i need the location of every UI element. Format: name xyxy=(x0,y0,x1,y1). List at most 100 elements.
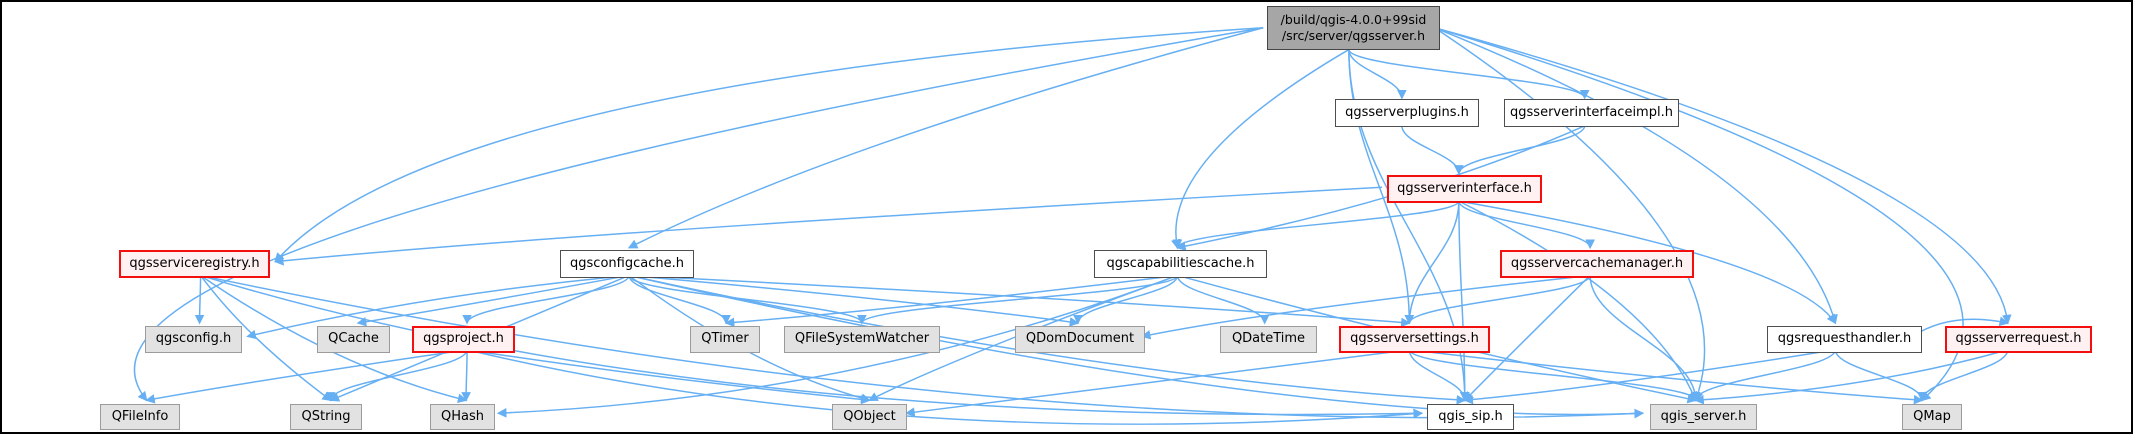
edge-root-to-qfileinfo xyxy=(133,27,1264,402)
edge-servercachemanager-to-qgis_sip xyxy=(1463,274,1591,402)
graph-node-qdatetime: QDateTime xyxy=(1220,326,1317,353)
graph-node-serviceregistry[interactable]: qgsserviceregistry.h xyxy=(119,250,270,278)
graph-node-root: /build/qgis-4.0.0+99sid /src/server/qgss… xyxy=(1267,6,1440,50)
edge-serversettings-to-qgis_sip xyxy=(1408,349,1470,402)
edge-serverinterface-to-requesthandler xyxy=(1458,200,1837,325)
edge-capabilitiescache-to-qobject xyxy=(868,274,1178,401)
graph-node-qdomdocument: QDomDocument xyxy=(1015,326,1145,353)
edge-serviceregistry-to-qgis_sip xyxy=(200,274,1424,419)
graph-node-label: QTimer xyxy=(701,331,749,347)
graph-node-qgis_server: qgis_server.h xyxy=(1650,404,1757,430)
edge-configcache-to-qtimer xyxy=(628,275,731,325)
edge-capabilitiescache-to-qdatetime xyxy=(1176,275,1270,325)
edge-root-to-qgis_server xyxy=(1434,27,1706,402)
edge-serverinterface-to-qgis_server xyxy=(1458,200,1698,402)
edge-serverinterface-to-serviceregistry xyxy=(273,186,1383,266)
graph-node-label: QString xyxy=(301,408,351,424)
graph-node-label: qgsserverplugins.h xyxy=(1345,104,1469,120)
edge-configcache-to-qgsconfig xyxy=(246,274,630,340)
edge-qgsproject-to-qgis_sip xyxy=(466,349,1424,425)
graph-node-qhash: QHash xyxy=(430,404,495,430)
edge-qgsproject-to-qhash xyxy=(461,349,471,402)
edge-requesthandler-to-qgis_server xyxy=(1690,349,1837,402)
edge-capabilitiescache-to-qtimer xyxy=(724,274,1178,328)
edge-capabilitiescache-to-qdomdocument xyxy=(1073,275,1179,325)
edge-configcache-to-qcache xyxy=(356,274,630,327)
graph-node-label: qgsservercachemanager.h xyxy=(1510,255,1684,271)
edge-root-to-serverplugins xyxy=(1348,49,1407,100)
edge-serverplugins-to-serverinterface xyxy=(1401,125,1464,175)
edge-serverinterface-to-capabilitiescache xyxy=(1172,200,1460,250)
graph-node-qgsconfig: qgsconfig.h xyxy=(145,326,242,353)
graph-node-configcache[interactable]: qgsconfigcache.h xyxy=(560,250,694,278)
graph-node-capabilitiescache[interactable]: qgscapabilitiescache.h xyxy=(1094,250,1267,278)
graph-node-serversettings[interactable]: qgsserversettings.h xyxy=(1339,326,1490,353)
edge-qgsproject-to-qstring xyxy=(326,349,468,402)
edge-qgsproject-to-qobject xyxy=(466,349,871,405)
graph-node-label: QObject xyxy=(843,408,896,424)
graph-node-label: QHash xyxy=(441,408,484,424)
edge-qgsproject-to-qfileinfo xyxy=(145,349,468,404)
graph-node-label: qgsconfigcache.h xyxy=(570,255,684,271)
graph-node-label: qgsproject.h xyxy=(423,331,504,347)
graph-node-qgis_sip[interactable]: qgis_sip.h xyxy=(1427,404,1514,430)
graph-node-label: qgis_server.h xyxy=(1660,408,1747,424)
edge-configcache-to-qdomdocument xyxy=(629,274,1080,327)
graph-node-serverinterface[interactable]: qgsserverinterface.h xyxy=(1387,175,1542,203)
graph-node-label: qgsserversettings.h xyxy=(1350,331,1479,347)
graph-node-label: QFileSystemWatcher xyxy=(794,331,930,347)
edge-serversettings-to-qmap xyxy=(1409,349,1924,405)
edge-root-to-capabilitiescache xyxy=(1171,48,1350,250)
graph-node-qobject: QObject xyxy=(832,404,907,430)
graph-node-label: qgsserviceregistry.h xyxy=(129,255,260,271)
edge-capabilitiescache-to-qhash xyxy=(496,274,1178,418)
graph-node-serverinterfaceimpl[interactable]: qgsserverinterfaceimpl.h xyxy=(1504,99,1679,127)
graph-node-qfilesystemwatcher: QFileSystemWatcher xyxy=(784,326,940,353)
graph-node-qcache: QCache xyxy=(317,326,390,353)
edge-configcache-to-qgis_server xyxy=(628,274,1645,419)
edge-serverrequest-to-qgis_server xyxy=(1694,349,2008,405)
edge-serverinterfaceimpl-to-serverinterface xyxy=(1454,125,1586,175)
graph-node-label: QFileInfo xyxy=(111,408,169,424)
edge-serverinterface-to-qgis_sip xyxy=(1458,201,1470,402)
edge-serverrequest-to-qmap xyxy=(1917,349,2009,402)
graph-node-requesthandler[interactable]: qgsrequesthandler.h xyxy=(1767,326,1922,353)
graph-node-qtimer: QTimer xyxy=(690,326,760,353)
graph-node-label: /build/qgis-4.0.0+99sid /src/server/qgss… xyxy=(1280,12,1427,43)
edge-serviceregistry-to-qgsconfig xyxy=(194,275,205,325)
edge-requesthandler-to-qmap xyxy=(1834,349,1927,402)
edge-configcache-to-qgis_sip xyxy=(628,274,1467,405)
edge-capabilitiescache-to-qfilesystemwatcher xyxy=(857,274,1179,325)
graph-node-label: QCache xyxy=(328,331,379,347)
edge-configcache-to-qobject xyxy=(628,274,871,403)
graph-node-label: qgis_sip.h xyxy=(1438,408,1503,424)
edge-servercachemanager-to-qgis_server xyxy=(1589,275,1701,402)
edge-servercachemanager-to-qdomdocument xyxy=(1140,274,1591,340)
edge-root-to-serverrequest xyxy=(1434,27,2012,325)
graph-node-servercachemanager[interactable]: qgsservercachemanager.h xyxy=(1500,250,1694,278)
graph-node-label: qgsconfig.h xyxy=(155,331,232,347)
edge-serversettings-to-qgis_server xyxy=(1408,349,1701,402)
graph-node-label: qgscapabilitiescache.h xyxy=(1106,255,1255,271)
graph-node-label: QMap xyxy=(1913,408,1951,424)
graph-node-label: qgsserverinterface.h xyxy=(1397,180,1532,196)
graph-node-label: QDateTime xyxy=(1231,331,1306,347)
graph-node-label: QDomDocument xyxy=(1025,331,1135,347)
graph-node-qfileinfo: QFileInfo xyxy=(100,404,180,430)
graph-node-label: qgsserverrequest.h xyxy=(1955,331,2082,347)
edge-requesthandler-to-qgis_sip xyxy=(1463,349,1836,405)
edge-configcache-to-qfilesystemwatcher xyxy=(628,275,867,325)
graph-node-label: qgsserverinterfaceimpl.h xyxy=(1510,104,1673,120)
edge-root-to-configcache xyxy=(627,27,1264,249)
edge-configcache-to-qgsproject xyxy=(462,275,630,325)
graph-node-serverplugins[interactable]: qgsserverplugins.h xyxy=(1335,99,1479,127)
graph-node-qgsproject[interactable]: qgsproject.h xyxy=(412,326,515,353)
edge-serverinterface-to-servercachemanager xyxy=(1458,200,1595,250)
edge-serversettings-to-qobject xyxy=(905,349,1410,417)
graph-node-qstring: QString xyxy=(290,404,362,430)
graph-node-serverrequest[interactable]: qgsserverrequest.h xyxy=(1945,326,2092,353)
edge-serverinterface-to-serversettings xyxy=(1404,201,1460,325)
edge-serviceregistry-to-qhash xyxy=(200,274,468,404)
